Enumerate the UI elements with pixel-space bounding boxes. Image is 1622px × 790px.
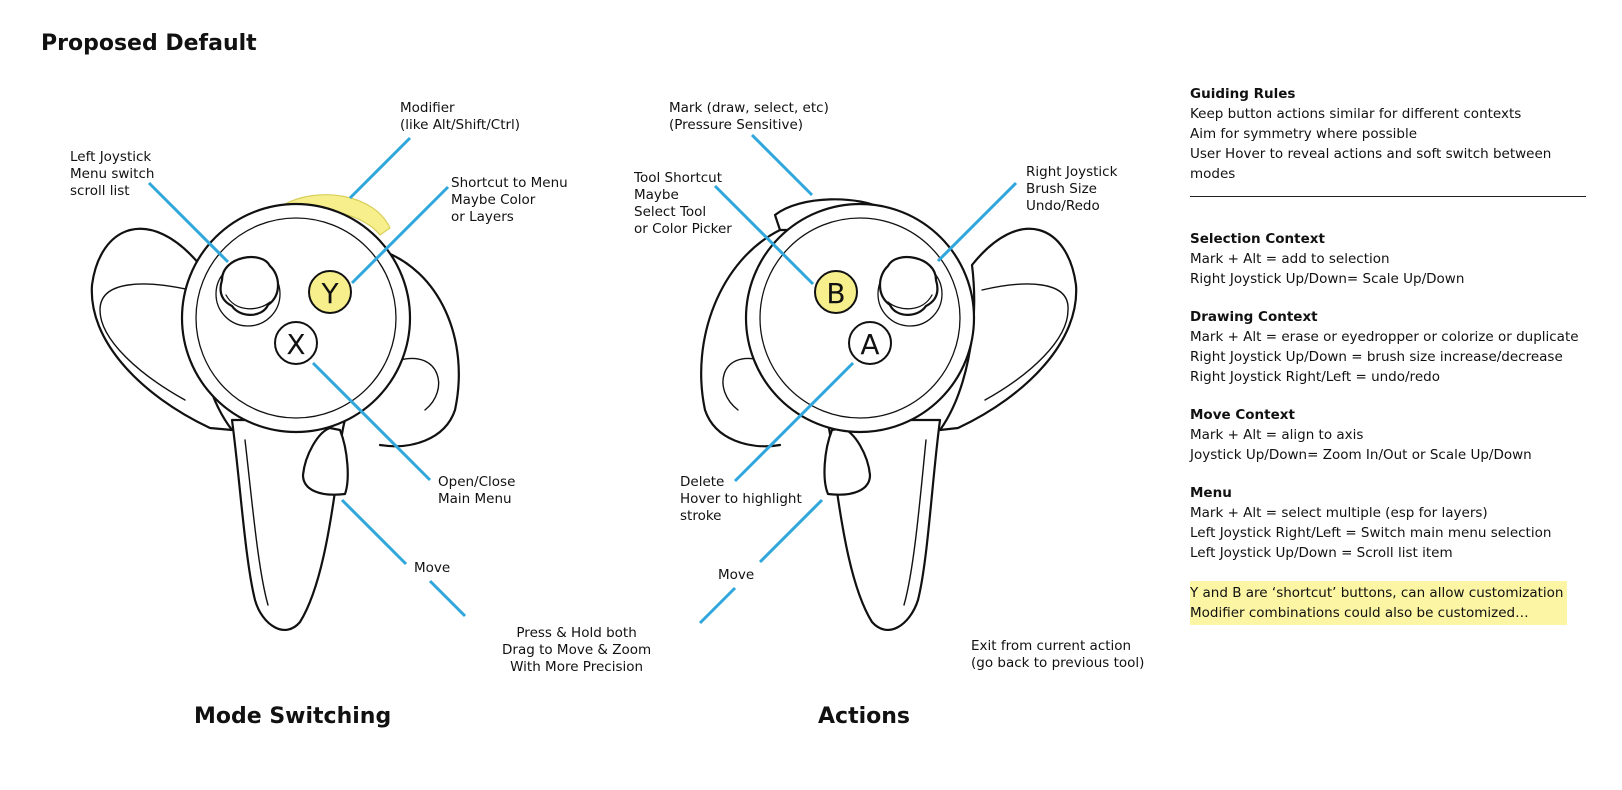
x-button-label: X xyxy=(286,328,305,361)
left-ring-back xyxy=(378,248,460,448)
callout-left-move: Move xyxy=(414,560,451,576)
a-button xyxy=(848,321,892,365)
right-controller xyxy=(700,198,1078,631)
leader-left-move-2 xyxy=(428,579,467,618)
callout-tool-shortcut: Tool Shortcut Maybe Select Tool or Color… xyxy=(634,170,732,237)
leader-right-move-1 xyxy=(758,498,824,564)
left-grip-trigger xyxy=(301,426,349,496)
leader-left-move-1 xyxy=(340,498,408,566)
b-button-label: B xyxy=(826,277,845,310)
callout-left-joystick: Left Joystick Menu switch scroll list xyxy=(70,149,155,199)
leader-right-tool xyxy=(713,184,815,286)
callout-exit-action: Exit from current action (go back to pre… xyxy=(971,638,1145,671)
leader-right-joystick xyxy=(936,181,1018,263)
left-face-inner xyxy=(195,217,397,419)
right-tracking-ring xyxy=(938,227,1078,432)
left-controller xyxy=(90,194,460,631)
move-context-line: Mark + Alt = align to axis xyxy=(1190,427,1364,443)
callout-delete: Delete Hover to highlight stroke xyxy=(680,474,802,524)
leader-left-joystick xyxy=(147,181,230,264)
leader-right-move-2 xyxy=(698,586,737,625)
selection-context: Selection Context Mark + Alt = add to se… xyxy=(1190,229,1590,289)
menu-context-heading: Menu xyxy=(1190,485,1232,501)
callout-right-joystick: Right Joystick Brush Size Undo/Redo xyxy=(1026,164,1118,214)
a-button-label: A xyxy=(860,328,879,361)
callout-modifier: Modifier (like Alt/Shift/Ctrl) xyxy=(400,100,521,133)
drawing-context-heading: Drawing Context xyxy=(1190,309,1318,325)
leader-left-modifier xyxy=(348,136,412,200)
leader-lines xyxy=(147,133,1018,625)
move-context-line: Joystick Up/Down= Zoom In/Out or Scale U… xyxy=(1190,447,1532,463)
right-ring-back xyxy=(700,228,782,448)
selection-context-heading: Selection Context xyxy=(1190,231,1325,247)
rules-panel: Guiding Rules Keep button actions simila… xyxy=(1190,84,1590,625)
section-label-mode-switching: Mode Switching xyxy=(194,704,392,729)
drawing-context: Drawing Context Mark + Alt = erase or ey… xyxy=(1190,307,1590,387)
page-title: Proposed Default xyxy=(41,31,257,56)
leader-right-delete xyxy=(733,361,855,483)
rules-divider xyxy=(1190,196,1586,197)
guiding-rule-line: Aim for symmetry where possible xyxy=(1190,126,1418,142)
guiding-rules-heading: Guiding Rules xyxy=(1190,86,1296,102)
customization-note: Y and B are ‘shortcut’ buttons, can allo… xyxy=(1190,581,1568,625)
leader-left-shortcut xyxy=(350,185,450,285)
left-ring-back-inner xyxy=(399,357,440,411)
right-grip-trigger xyxy=(823,426,872,496)
left-face-outer xyxy=(180,202,412,434)
callout-open-close-menu: Open/Close Main Menu xyxy=(438,474,516,507)
right-face-outer xyxy=(744,202,976,434)
right-tracking-ring-inner xyxy=(981,283,1069,401)
callout-press-hold-both: Press & Hold both Drag to Move & Zoom Wi… xyxy=(502,625,652,675)
selection-context-line: Mark + Alt = add to selection xyxy=(1190,251,1390,267)
menu-context-line: Left Joystick Up/Down = Scroll list item xyxy=(1190,545,1453,561)
callout-right-move: Move xyxy=(718,567,755,583)
menu-context-line: Mark + Alt = select multiple (esp for la… xyxy=(1190,505,1488,521)
left-handle-inner xyxy=(244,439,269,606)
right-face-inner xyxy=(759,217,961,419)
drawing-context-line: Mark + Alt = erase or eyedropper or colo… xyxy=(1190,329,1579,345)
guiding-rules: Guiding Rules Keep button actions simila… xyxy=(1190,84,1590,184)
y-button xyxy=(308,270,352,314)
drawing-context-line: Right Joystick Right/Left = undo/redo xyxy=(1190,369,1440,385)
callout-shortcut-menu: Shortcut to Menu Maybe Color or Layers xyxy=(451,175,568,225)
move-context: Move Context Mark + Alt = align to axis … xyxy=(1190,405,1590,465)
callout-mark: Mark (draw, select, etc) (Pressure Sensi… xyxy=(669,100,829,133)
menu-context-line: Left Joystick Right/Left = Switch main m… xyxy=(1190,525,1552,541)
move-context-heading: Move Context xyxy=(1190,407,1295,423)
drawing-context-line: Right Joystick Up/Down = brush size incr… xyxy=(1190,349,1563,365)
customization-note-line: Modifier combinations could also be cust… xyxy=(1190,605,1529,621)
selection-context-line: Right Joystick Up/Down= Scale Up/Down xyxy=(1190,271,1465,287)
b-button xyxy=(814,270,858,314)
guiding-rule-line: User Hover to reveal actions and soft sw… xyxy=(1190,146,1552,182)
menu-context: Menu Mark + Alt = select multiple (esp f… xyxy=(1190,483,1590,563)
right-handle-inner xyxy=(903,439,927,606)
leader-right-mark xyxy=(750,133,814,197)
guiding-rule-line: Keep button actions similar for differen… xyxy=(1190,106,1522,122)
customization-note-line: Y and B are ‘shortcut’ buttons, can allo… xyxy=(1190,585,1564,601)
left-tracking-ring-inner xyxy=(99,283,191,401)
section-label-actions: Actions xyxy=(818,704,910,729)
leader-left-menu xyxy=(311,361,432,482)
y-button-label: Y xyxy=(320,277,339,310)
x-button xyxy=(274,321,318,365)
left-joystick-cap xyxy=(219,256,280,316)
right-ring-back-inner xyxy=(722,357,761,411)
right-joystick-cap xyxy=(878,256,939,316)
